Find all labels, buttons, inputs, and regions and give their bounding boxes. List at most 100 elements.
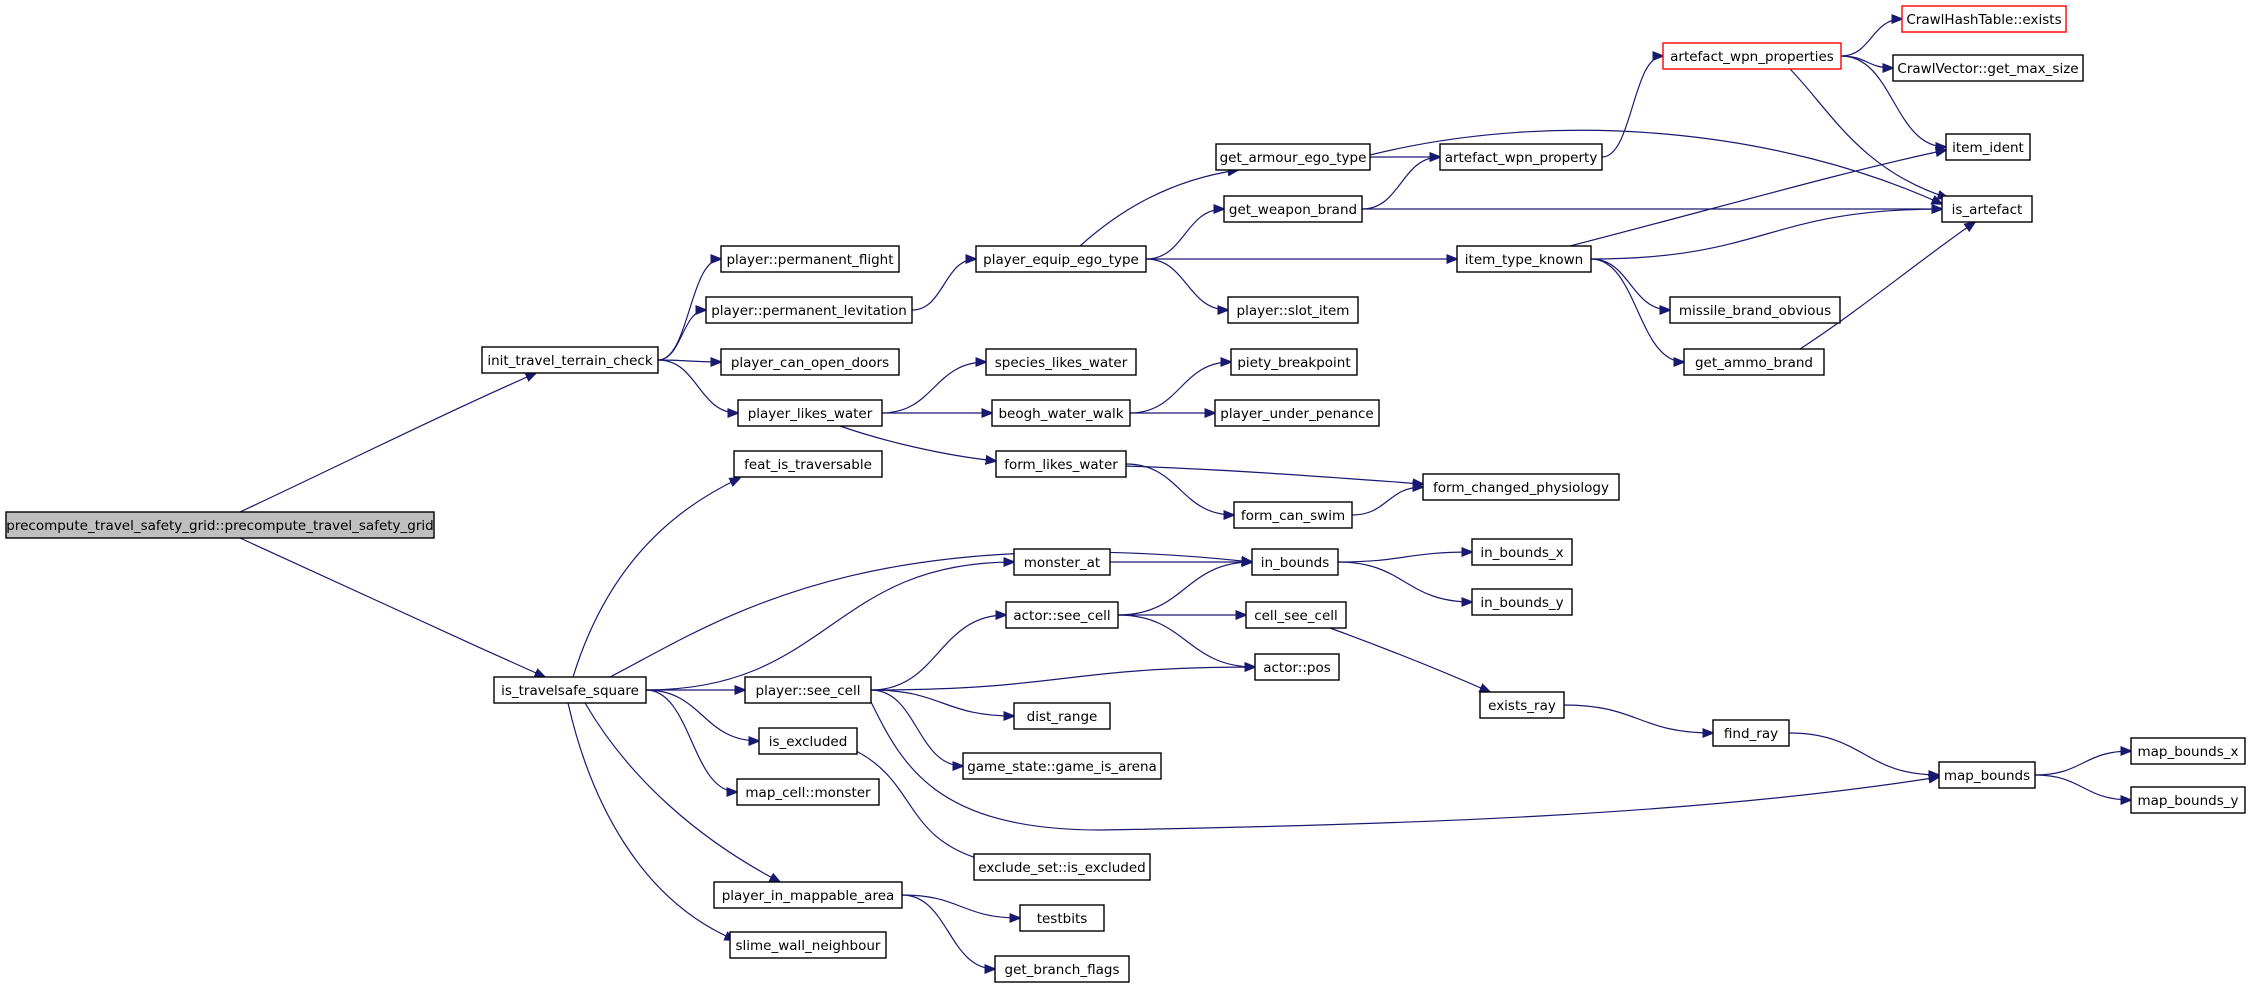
- node-label: cell_see_cell: [1254, 608, 1338, 624]
- node-is-excluded[interactable]: is_excluded: [758, 727, 858, 755]
- edge-get-ammo-brand-to-is-artefact: [1799, 222, 1975, 350]
- node-player-permanent-flight[interactable]: player::permanent_flight: [720, 245, 900, 273]
- edge-item-type-known-to-get-ammo-brand: [1590, 258, 1684, 362]
- node-box: [1938, 761, 2036, 789]
- edge-init-travel-terrain-check-to-player-permanent-levitation: [657, 310, 706, 361]
- node-box: [1013, 702, 1111, 730]
- node-label: get_branch_flags: [1005, 962, 1120, 978]
- node-exists-ray[interactable]: exists_ray: [1479, 691, 1565, 719]
- node-map-cell-monster[interactable]: map_cell::monster: [736, 778, 880, 806]
- node-box: [1662, 42, 1842, 70]
- node-player-equip-ego-type[interactable]: player_equip_ego_type: [975, 245, 1147, 273]
- node-box: [1669, 296, 1841, 324]
- node-map-bounds[interactable]: map_bounds: [1938, 761, 2036, 789]
- node-box: [991, 399, 1131, 427]
- node-label: player::permanent_levitation: [711, 303, 907, 319]
- node-box: [2130, 737, 2246, 765]
- node-find-ray[interactable]: find_ray: [1712, 719, 1790, 747]
- node-box: [1901, 5, 2067, 33]
- node-player-in-mappable-area[interactable]: player_in_mappable_area: [713, 881, 903, 909]
- node-map-bounds-x[interactable]: map_bounds_x: [2130, 737, 2246, 765]
- node-exclude-set-is-excluded[interactable]: exclude_set::is_excluded: [973, 853, 1151, 881]
- node-box: [1214, 399, 1380, 427]
- node-missile-brand-obvious[interactable]: missile_brand_obvious: [1669, 296, 1841, 324]
- node-label: artefact_wpn_property: [1445, 150, 1598, 166]
- node-cell-see-cell[interactable]: cell_see_cell: [1245, 601, 1347, 629]
- edge-player-see-cell-to-map-bounds: [868, 697, 1939, 831]
- node-slime-wall-neighbour[interactable]: slime_wall_neighbour: [729, 931, 887, 959]
- node-crawlhashtable-exists[interactable]: CrawlHashTable::exists: [1901, 5, 2067, 33]
- node-box: [1013, 548, 1111, 576]
- node-label: exists_ray: [1488, 698, 1556, 714]
- node-get-branch-flags[interactable]: get_branch_flags: [994, 955, 1130, 983]
- node-box: [973, 853, 1151, 881]
- node-label: player_can_open_doors: [731, 355, 889, 371]
- node-label: form_likes_water: [1004, 457, 1118, 473]
- node-box: [975, 245, 1147, 273]
- node-crawlvector-get-max-size[interactable]: CrawlVector::get_max_size: [1892, 54, 2084, 82]
- node-form-likes-water[interactable]: form_likes_water: [995, 450, 1127, 478]
- node-feat-is-traversable[interactable]: feat_is_traversable: [733, 450, 883, 478]
- edge-actor-see-cell-to-actor-pos: [1117, 614, 1255, 667]
- node-artefact-wpn-property[interactable]: artefact_wpn_property: [1439, 143, 1603, 171]
- node-actor-pos[interactable]: actor::pos: [1254, 653, 1340, 681]
- node-in-bounds-y[interactable]: in_bounds_y: [1471, 588, 1573, 616]
- node-beogh-water-walk[interactable]: beogh_water_walk: [991, 399, 1131, 427]
- node-form-changed-physiology[interactable]: form_changed_physiology: [1422, 473, 1620, 501]
- node-player-likes-water[interactable]: player_likes_water: [737, 399, 883, 427]
- node-dist-range[interactable]: dist_range: [1013, 702, 1111, 730]
- node-map-bounds-y[interactable]: map_bounds_y: [2130, 786, 2246, 814]
- node-box: [1941, 195, 2033, 223]
- node-testbits[interactable]: testbits: [1019, 904, 1105, 932]
- edge-root-to-init-travel-terrain-check: [239, 373, 536, 513]
- node-box: [1422, 473, 1620, 501]
- node-game-state-game-is-arena[interactable]: game_state::game_is_arena: [962, 752, 1162, 780]
- edge-player-see-cell-to-actor-pos: [870, 667, 1255, 691]
- node-monster-at[interactable]: monster_at: [1013, 548, 1111, 576]
- node-get-armour-ego-type[interactable]: get_armour_ego_type: [1215, 143, 1371, 171]
- node-root[interactable]: precompute_travel_safety_grid::precomput…: [5, 511, 435, 539]
- edge-get-weapon-brand-to-artefact-wpn-property: [1361, 157, 1440, 210]
- node-box: [1230, 348, 1358, 376]
- node-box: [995, 450, 1127, 478]
- node-label: player_likes_water: [748, 406, 873, 422]
- node-species-likes-water[interactable]: species_likes_water: [985, 348, 1137, 376]
- node-label: species_likes_water: [995, 355, 1128, 371]
- node-actor-see-cell[interactable]: actor::see_cell: [1005, 601, 1119, 629]
- node-piety-breakpoint[interactable]: piety_breakpoint: [1230, 348, 1358, 376]
- node-item-ident[interactable]: item_ident: [1945, 133, 2031, 161]
- node-player-slot-item[interactable]: player::slot_item: [1227, 296, 1359, 324]
- node-player-permanent-levitation[interactable]: player::permanent_levitation: [705, 296, 913, 324]
- edge-player-equip-ego-type-to-get-weapon-brand: [1145, 209, 1224, 260]
- edge-player-likes-water-to-form-likes-water: [839, 425, 996, 461]
- edge-is-excluded-to-exclude-set-is-excluded: [849, 747, 990, 862]
- edges-layer: [239, 19, 2131, 969]
- node-box: [962, 752, 1162, 780]
- edge-is-travelsafe-square-to-is-excluded: [645, 689, 759, 741]
- node-player-can-open-doors[interactable]: player_can_open_doors: [720, 348, 900, 376]
- node-label: find_ray: [1724, 726, 1778, 742]
- node-is-artefact[interactable]: is_artefact: [1941, 195, 2033, 223]
- edge-artefact-wpn-properties-to-item-ident: [1840, 55, 1946, 147]
- node-box: [994, 955, 1130, 983]
- node-player-under-penance[interactable]: player_under_penance: [1214, 399, 1380, 427]
- node-item-type-known[interactable]: item_type_known: [1456, 245, 1592, 273]
- edge-player-see-cell-to-game-state-game-is-arena: [870, 689, 963, 766]
- node-artefact-wpn-properties[interactable]: artefact_wpn_properties: [1662, 42, 1842, 70]
- edge-player-equip-ego-type-to-get-armour-ego-type: [1079, 170, 1238, 247]
- edge-actor-see-cell-to-in-bounds: [1117, 562, 1252, 616]
- node-form-can-swim[interactable]: form_can_swim: [1233, 501, 1353, 529]
- edge-in-bounds-to-in-bounds-x: [1337, 552, 1472, 563]
- node-box: [1019, 904, 1105, 932]
- node-in-bounds-x[interactable]: in_bounds_x: [1471, 538, 1573, 566]
- edge-item-type-known-to-missile-brand-obvious: [1590, 258, 1670, 310]
- edge-form-can-swim-to-form-changed-physiology: [1351, 487, 1423, 516]
- node-get-weapon-brand[interactable]: get_weapon_brand: [1223, 195, 1363, 223]
- node-in-bounds[interactable]: in_bounds: [1251, 548, 1339, 576]
- node-label: piety_breakpoint: [1237, 355, 1350, 371]
- node-get-ammo-brand[interactable]: get_ammo_brand: [1683, 348, 1825, 376]
- node-label: player::slot_item: [1237, 303, 1350, 319]
- node-player-see-cell[interactable]: player::see_cell: [744, 676, 872, 704]
- node-is-travelsafe-square[interactable]: is_travelsafe_square: [493, 676, 647, 704]
- node-init-travel-terrain-check[interactable]: init_travel_terrain_check: [481, 346, 659, 374]
